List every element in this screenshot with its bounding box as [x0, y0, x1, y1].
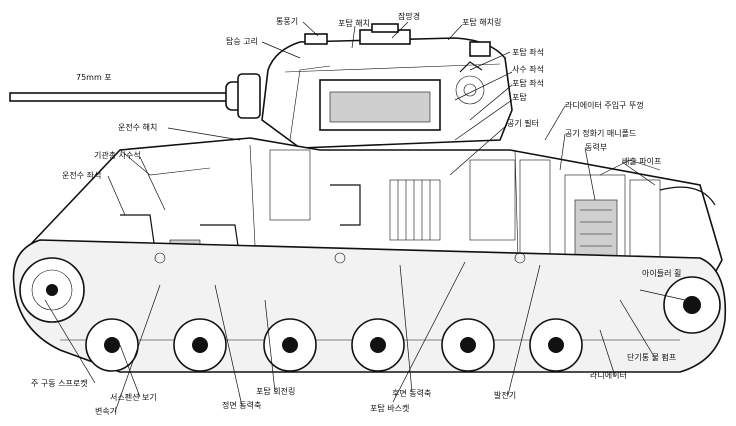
label-gunner-seat: 사수 좌석 [512, 64, 544, 74]
label-air-filter: 공기 필터 [507, 118, 539, 128]
label-engine: 동력부 [585, 142, 607, 152]
label-driver-seat: 운전수 좌석 [62, 170, 101, 180]
callout-labels: 탑승 고리 통풍기 포탑 해치 잠망경 포탑 해치링 포탑 좌석 사수 좌석 포… [31, 11, 681, 416]
label-drive-sprocket: 주 구동 스프로켓 [31, 378, 88, 388]
label-radiator-filler-cap: 라디에이터 주입구 뚜껑 [565, 100, 644, 110]
label-turret: 포탑 [512, 93, 527, 102]
label-turret-hatch-ring: 포탑 해치링 [462, 17, 501, 27]
label-generator: 발전기 [494, 390, 516, 400]
label-radiator: 라디에이터 [590, 370, 627, 380]
turret-body [261, 23, 513, 149]
label-exhaust-pipe: 배출 파이프 [622, 156, 661, 166]
label-ventilator: 통풍기 [276, 17, 298, 26]
label-idler-wheel: 아이들러 휠 [642, 268, 681, 278]
label-bow-gunner-seat: 기관총 사수석 [94, 150, 141, 160]
road-wheels [85, 318, 583, 372]
label-front-drive-shaft: 정면 동력축 [222, 400, 261, 410]
label-turret-basket: 포탑 바스켓 [370, 403, 409, 413]
label-hatch-cover-ring: 탑승 고리 [226, 37, 258, 46]
idler-wheel [663, 276, 721, 334]
label-rear-drive-shaft: 후면 동력축 [392, 388, 431, 398]
label-suspension-bogie: 서스펜션 보기 [110, 392, 157, 402]
label-turret-seat-1: 포탑 좌석 [512, 47, 544, 57]
main-gun [9, 73, 261, 119]
tank-drawing [9, 23, 727, 373]
leader-lines [44, 21, 686, 413]
label-turret-hatch: 포탑 해치 [338, 18, 370, 28]
label-transmission: 변속기 [95, 406, 117, 416]
label-75mm-gun: 75mm 포 [76, 73, 112, 82]
label-air-cleaner-manifold: 공기 정화기 매니폴드 [565, 128, 636, 138]
track-assembly [12, 239, 727, 373]
label-fuel-pump: 단기통 물 펌프 [627, 352, 676, 362]
drive-sprocket [19, 257, 85, 323]
label-turret-slip-ring: 포탑 회전링 [256, 386, 295, 396]
label-turret-seat-2: 포탑 좌석 [512, 78, 544, 88]
label-periscope: 잠망경 [398, 11, 420, 21]
label-driver-hatch: 운전수 해치 [118, 122, 157, 132]
